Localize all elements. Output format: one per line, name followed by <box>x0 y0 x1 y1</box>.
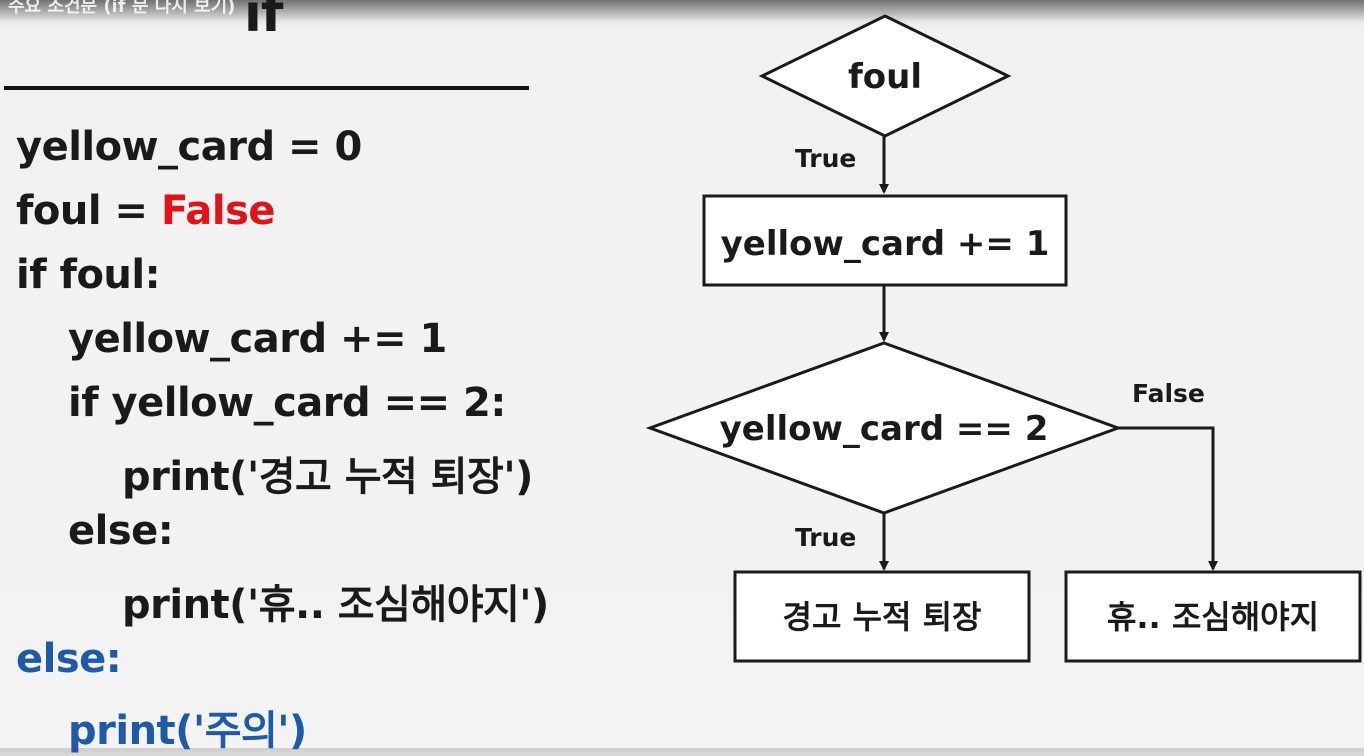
top-caption: 주요 조건문 (if 문 다시 보기) <box>8 0 236 17</box>
code-line-7: else: <box>68 508 174 554</box>
code-line-2-text: foul = <box>16 188 161 234</box>
slide-heading: if <box>244 0 283 44</box>
false-keyword: False <box>160 188 276 234</box>
start-true-label: True <box>795 144 856 173</box>
code-line-3: if foul: <box>16 252 161 298</box>
increment-process-box <box>702 194 1068 287</box>
code-line-6: print('경고 누적 퇴장') <box>122 454 533 500</box>
video-top-shadow <box>0 0 1364 22</box>
heading-underline <box>4 86 529 90</box>
false-result-label: 휴.. 조심해야지 <box>1107 598 1319 636</box>
code-line-1: yellow_card = 0 <box>16 124 362 170</box>
false-result-box <box>1064 570 1362 663</box>
check-false-label: False <box>1132 379 1205 408</box>
increment-box-label: yellow_card += 1 <box>721 224 1050 264</box>
check-false-arrow <box>1118 426 1218 571</box>
check-condition-label: yellow_card == 2 <box>720 409 1049 449</box>
check-true-label: True <box>795 523 856 552</box>
code-line-9: else: <box>16 636 122 682</box>
true-result-box <box>733 570 1031 663</box>
code-line-8: print('휴.. 조심해야지') <box>122 582 549 628</box>
code-line-2: foul = False <box>16 188 276 234</box>
code-line-4: yellow_card += 1 <box>68 316 447 362</box>
code-line-5: if yellow_card == 2: <box>68 380 506 426</box>
start-condition-label: foul <box>848 57 922 97</box>
true-result-label: 경고 누적 퇴장 <box>783 598 982 636</box>
code-line-10: print('주의') <box>68 708 307 754</box>
